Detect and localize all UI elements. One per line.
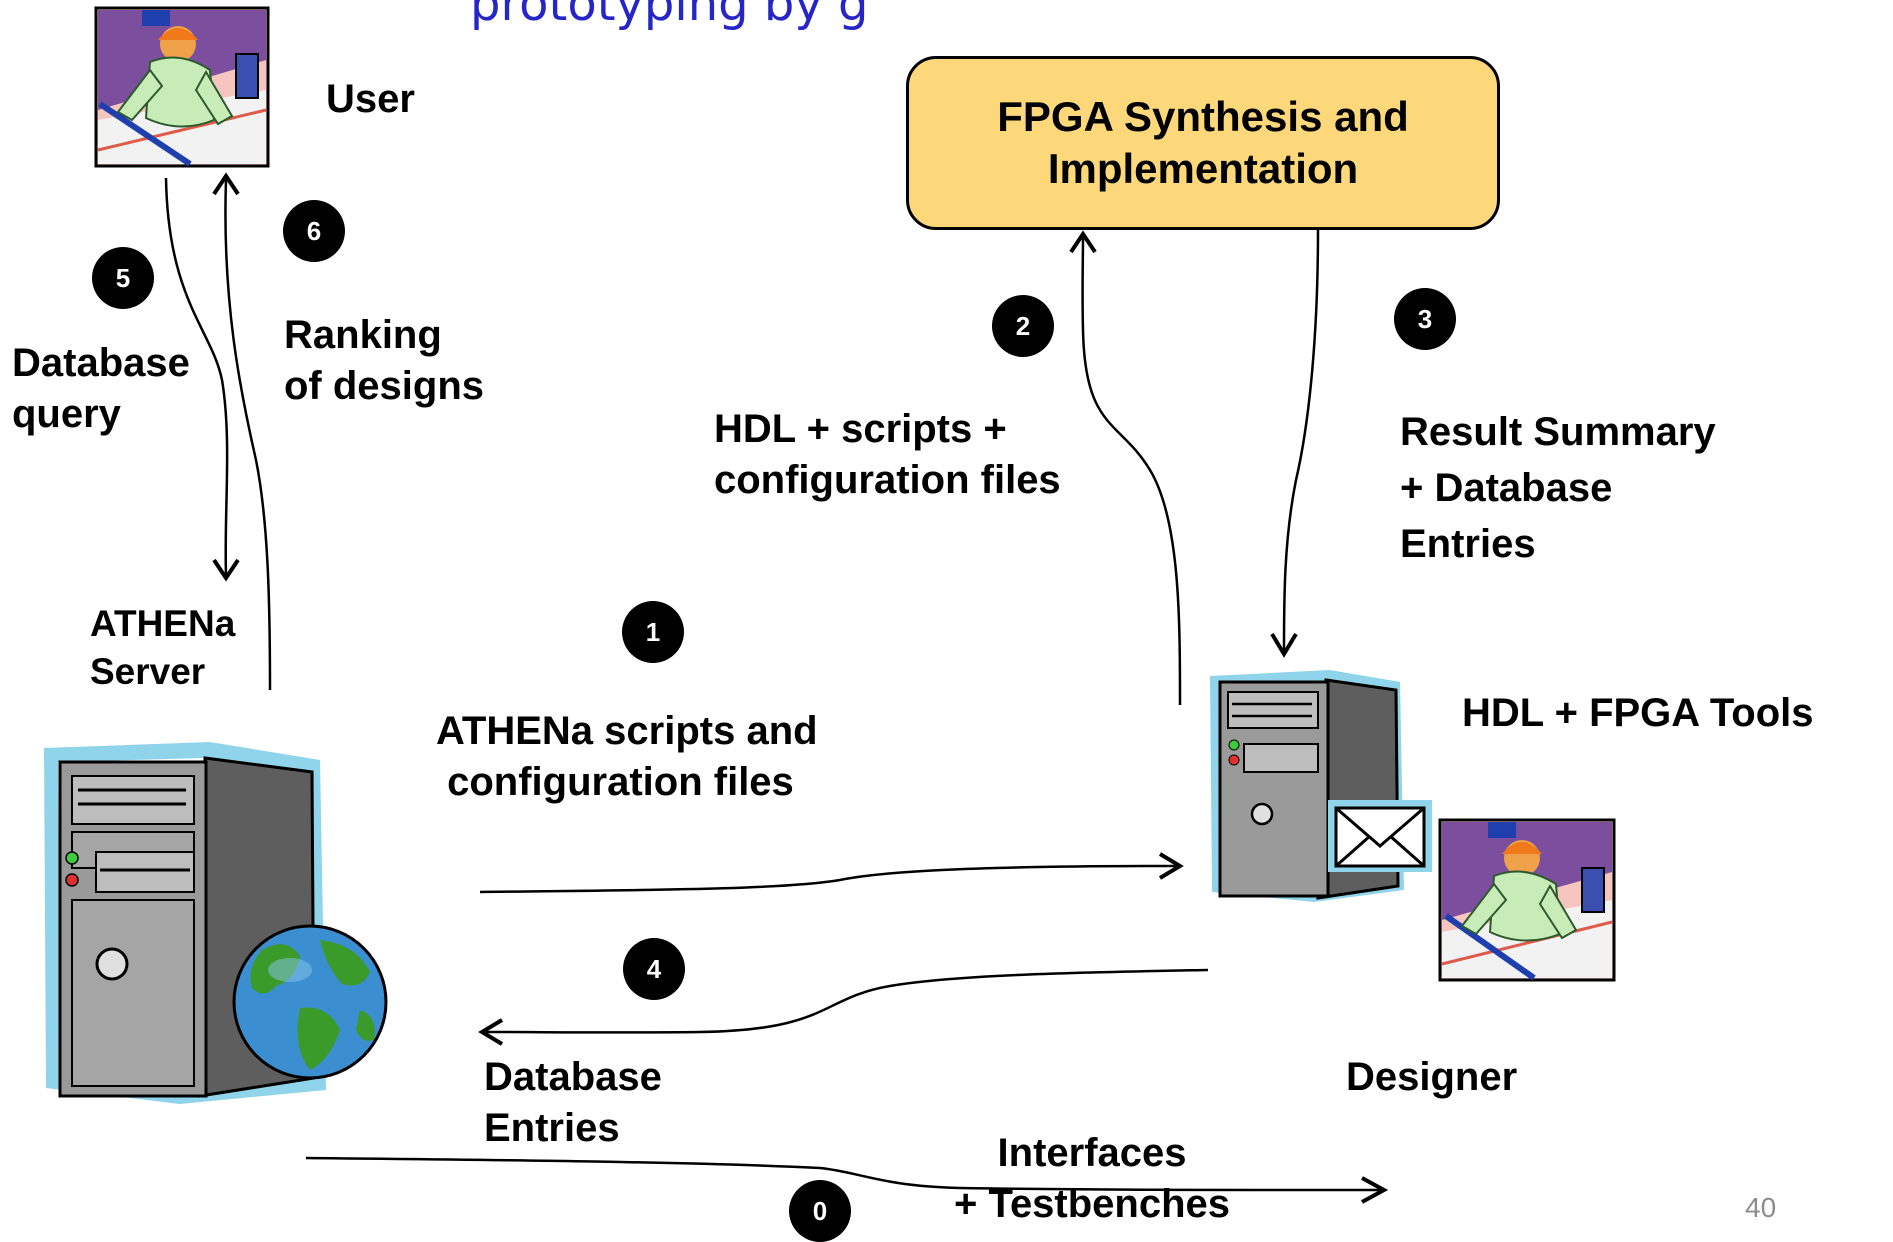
step-badge-4: 4 <box>623 938 685 1000</box>
flow-label-2: HDL + scripts + configuration files <box>714 407 1061 502</box>
arrow-ranking-head <box>212 172 240 196</box>
flow-label-1: ATHENa scripts and configuration files <box>436 709 818 804</box>
athena-server-label: ATHENa Server <box>90 603 236 693</box>
flow-label-5: Database query <box>12 341 190 436</box>
step-badge-0: 0 <box>789 1180 851 1242</box>
designer-label: Designer <box>1346 1055 1518 1099</box>
designer-clipart-icon <box>1438 818 1616 982</box>
hdl-fpga-tools-label: HDL + FPGA Tools <box>1462 691 1814 735</box>
fpga-synthesis-box: FPGA Synthesis and Implementation <box>906 56 1500 230</box>
slide-heading: prototyping by g <box>470 0 869 32</box>
arrow-database-query-head <box>212 558 240 582</box>
page-number: 40 <box>1745 1192 1777 1223</box>
step-badge-6: 6 <box>283 200 345 262</box>
flow-label-3: Result Summary + Database Entries <box>1400 410 1716 566</box>
arrow-database-entries <box>483 968 1209 1034</box>
arrow-athena-scripts <box>479 864 1177 894</box>
arrow-hdl-scripts <box>1081 237 1182 706</box>
arrow-database-entries-head <box>478 1018 504 1046</box>
arrow-athena-scripts-head <box>1158 852 1184 880</box>
step-badge-5: 5 <box>92 247 154 309</box>
arrow-database-query <box>164 177 229 576</box>
arrow-result-summary-head <box>1270 632 1298 658</box>
envelope-icon <box>1328 800 1432 872</box>
step-badge-1: 1 <box>622 601 684 663</box>
fpga-synthesis-label: FPGA Synthesis and Implementation <box>997 92 1409 192</box>
step-badge-3: 3 <box>1394 288 1456 350</box>
arrow-interfaces-head <box>1361 1176 1389 1204</box>
user-label: User <box>326 77 415 121</box>
flow-label-4: Database Entries <box>484 1055 662 1150</box>
globe-icon <box>232 924 388 1080</box>
arrow-ranking <box>224 179 272 691</box>
arrow-result-summary <box>1282 229 1320 651</box>
arrow-hdl-scripts-head <box>1069 230 1097 254</box>
flow-label-6: Ranking of designs <box>284 313 485 408</box>
arrow-interfaces <box>305 1156 1381 1192</box>
step-badge-2: 2 <box>992 295 1054 357</box>
flow-label-0: Interfaces + Testbenches <box>954 1131 1231 1226</box>
